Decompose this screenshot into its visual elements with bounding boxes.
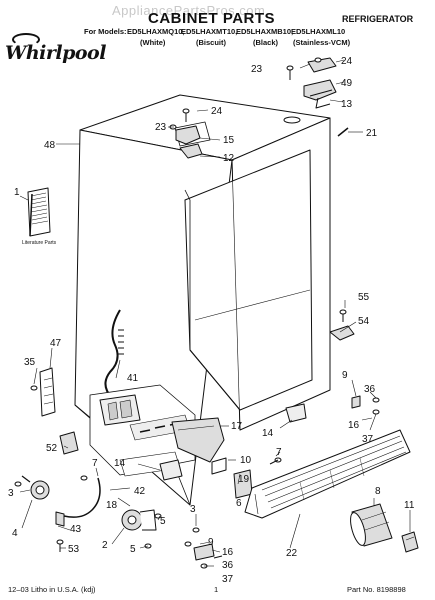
callout-label: 53 [68,544,80,555]
leveling-part [329,309,355,341]
callout-label: 16 [348,420,360,431]
bracket-52 [59,431,79,455]
footer-print-info: 12–03 Litho in U.S.A. (kdj) [8,585,96,594]
footer-page-number: 1 [214,585,219,594]
callout-label: 3 [8,488,14,499]
side-bracket [285,403,307,423]
model-color: (Biscuit) [196,38,226,47]
callout-label: 18 [106,500,118,511]
page-title: CABINET PARTS [148,10,276,27]
compressor-duct [171,417,225,463]
literature-parts-booklet [27,187,51,237]
callout-label: 9 [342,370,348,381]
watermark: AppliancePartsPros.com [112,3,266,18]
callout-label: 17 [231,421,243,432]
callout-label: 19 [238,474,250,485]
models-label: For Models: [84,27,127,36]
callout-label: 7 [276,447,282,458]
callout-label: 54 [358,316,370,327]
callout-label: 55 [358,292,370,303]
callout-label: 14 [114,458,126,469]
bracket-14 [159,459,183,481]
model-number: ED5LHAXML10 [291,27,346,36]
left-cover-bracket [30,367,56,417]
callout-label: 11 [404,500,415,511]
water-filter [350,503,393,547]
defrost-drain-tube [104,309,124,399]
callout-label: 41 [127,373,139,384]
callout-label: 7 [92,458,98,469]
toe-grille [244,429,411,519]
brand-logo: Whirlpool [5,42,106,64]
model-color: (White) [140,38,166,47]
callout-label: 4 [12,528,18,539]
tube-clamp [55,511,65,527]
callout-label: 5 [130,544,136,555]
whirlpool-swirl-icon [12,33,40,46]
appliance-category: REFRIGERATOR [342,14,414,24]
callout-label: 5 [160,516,166,527]
grille-clip-upper [351,395,380,415]
callout-label: 23 [251,64,263,75]
callout-label: 2 [102,540,108,551]
callout-label: 13 [341,99,353,110]
callout-label: 23 [155,122,167,133]
callout-label: 42 [134,486,146,497]
callout-label: 14 [262,428,274,439]
callout-label: 21 [366,128,378,139]
callout-label: 35 [24,357,36,368]
callout-label: 1 [14,187,20,198]
water-tube [63,477,101,518]
model-number: ED5LHAXMT10, [181,27,238,36]
valve-motor [121,509,157,531]
callout-label: 49 [341,78,353,89]
callout-label: 3 [190,504,196,515]
callout-label: 43 [70,524,82,535]
callout-label: 24 [341,56,353,67]
model-color: (Stainless-VCM) [293,38,351,47]
mounting-clip [211,457,227,475]
callout-labels: 23 24 49 13 24 23 15 12 48 21 1 Literatu… [8,56,415,585]
callout-label: 52 [46,443,58,454]
upper-hinge-assembly [286,57,337,109]
footer-part-number: Part No. 8198898 [347,585,406,594]
callout-label: 36 [222,560,234,571]
callout-label: 24 [211,106,223,117]
callout-label: 37 [222,574,234,585]
callout-label: 15 [223,135,235,146]
filter-cap [401,531,419,553]
literature-label: Literature Parts [22,240,57,246]
callout-label: 48 [44,140,56,151]
callout-label: 22 [286,548,298,559]
callout-label: 12 [223,153,235,164]
model-number: ED5LHAXMQ10, [127,27,185,36]
callout-label: 9 [208,537,214,548]
callout-label: 10 [240,455,252,466]
callout-label: 47 [50,338,62,349]
callout-label: 8 [375,486,381,497]
callout-label: 6 [236,498,242,509]
middle-hinge-assembly [169,108,203,159]
callout-label: 36 [364,384,376,395]
model-number: ED5LHAXMB10, [236,27,294,36]
model-color: (Black) [253,38,279,47]
ice-water-valve [14,475,50,500]
callout-label: 16 [222,547,234,558]
callout-label: 37 [362,434,374,445]
